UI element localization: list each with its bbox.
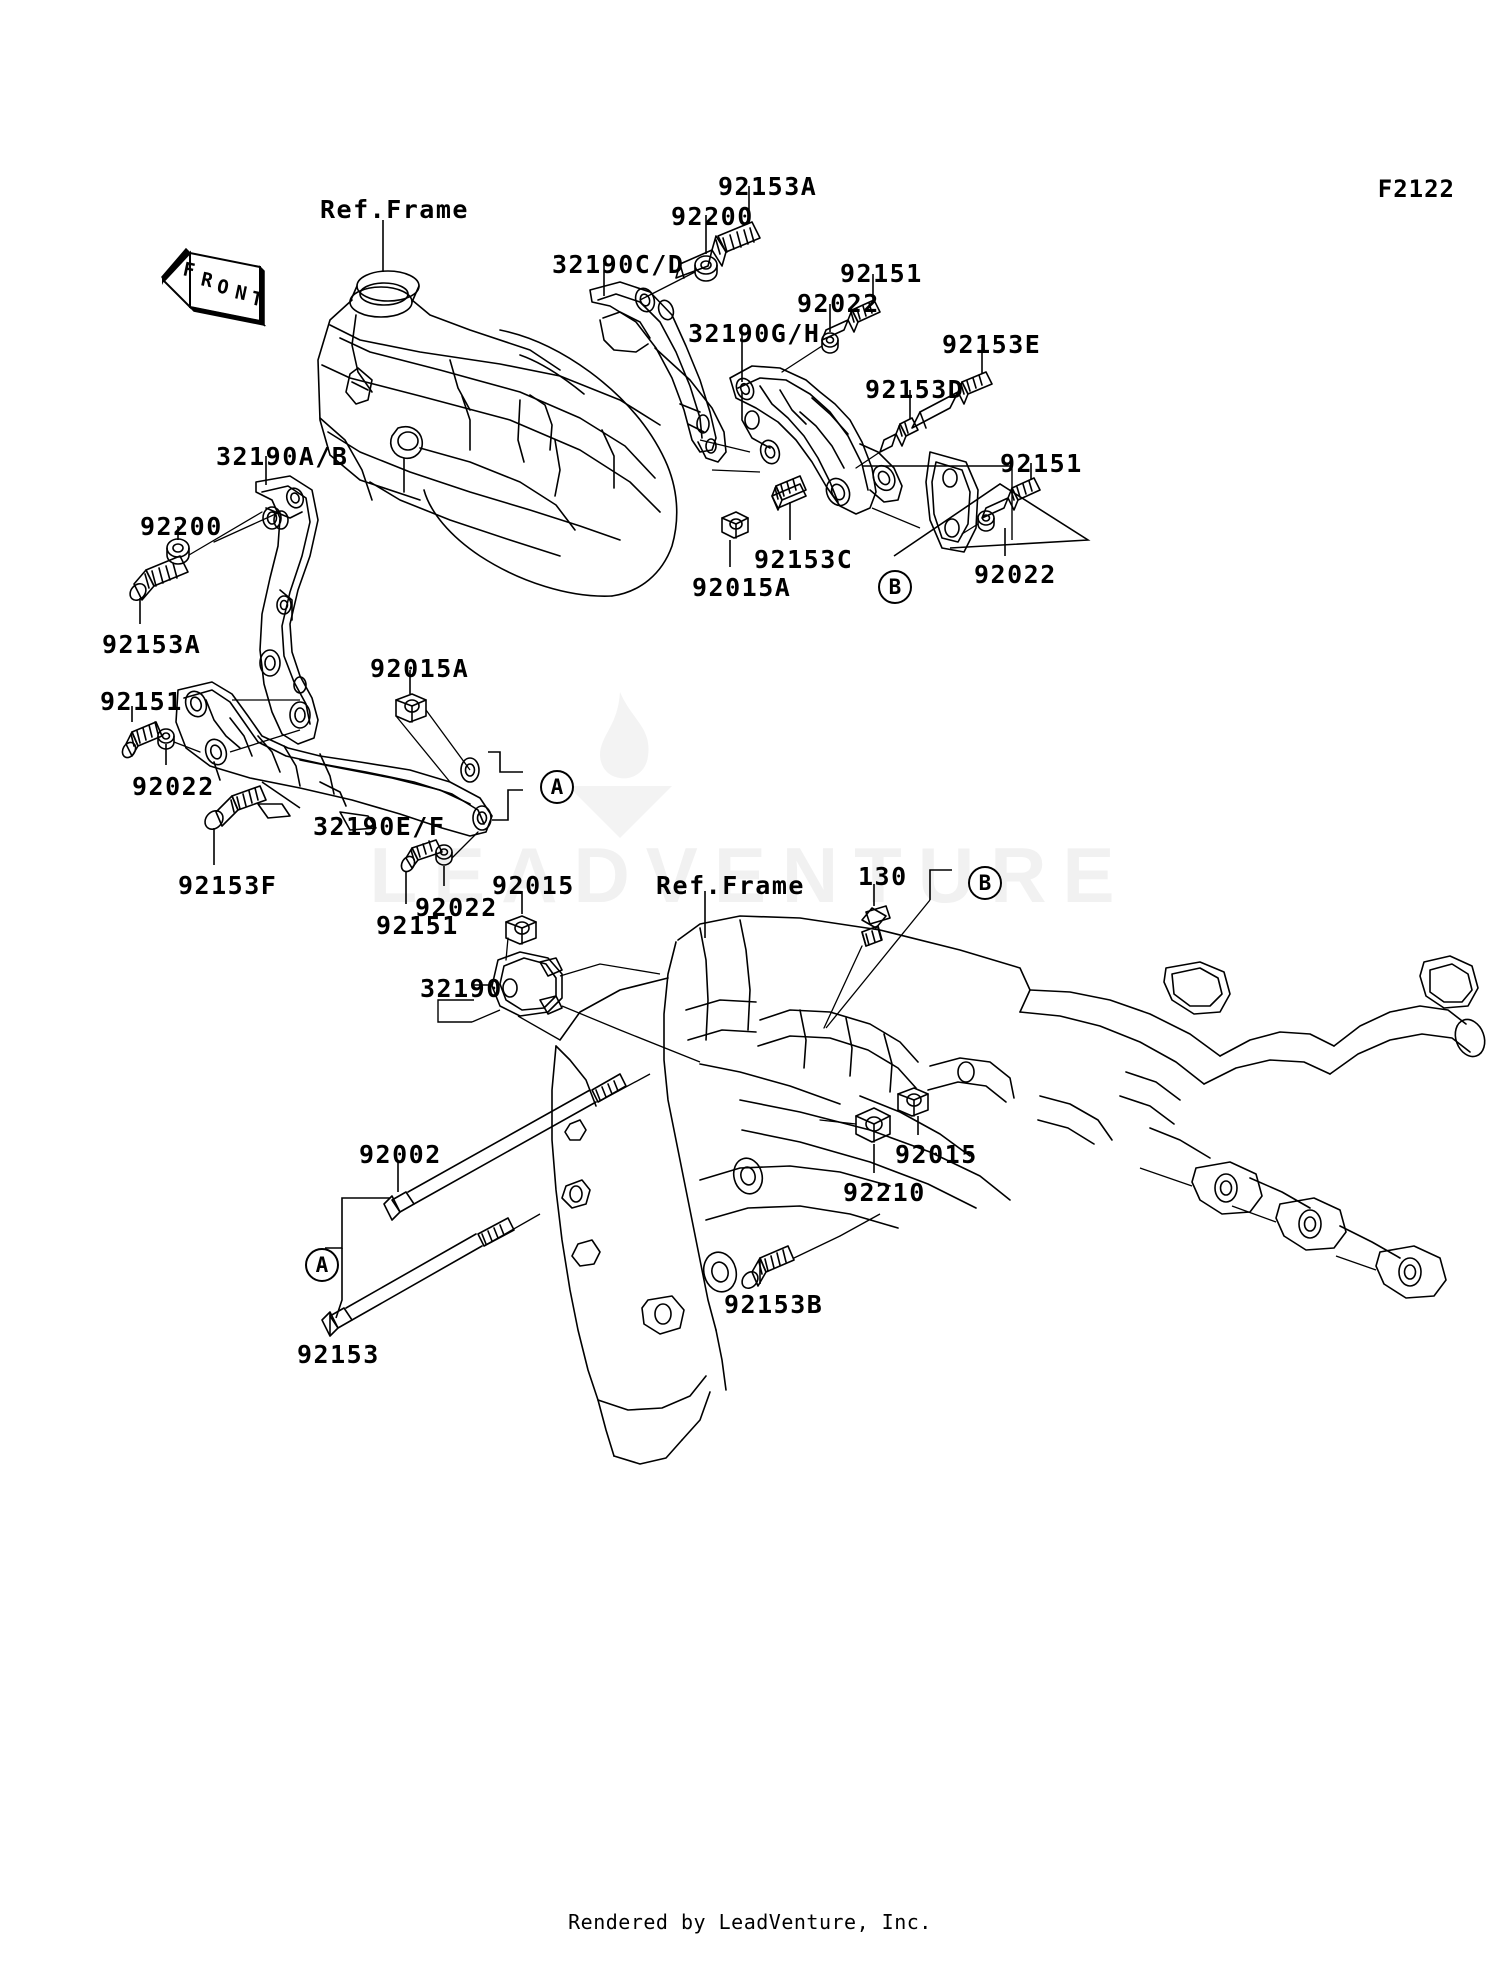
ref-marker-b-upper: B (878, 570, 912, 604)
ref-marker-a-lower: A (305, 1248, 339, 1282)
svg-text:R: R (199, 268, 215, 292)
label-92153E: 92153E (942, 330, 1042, 359)
label-32190AB: 32190A/B (216, 442, 349, 471)
ref-marker-b-lower: B (968, 866, 1002, 900)
label-92200-left: 92200 (140, 512, 223, 541)
label-92015-right: 92015 (895, 1140, 978, 1169)
label-92153F: 92153F (178, 871, 278, 900)
footer-attribution: Rendered by LeadVenture, Inc. (568, 1910, 932, 1934)
label-ref-frame-top: Ref.Frame (320, 195, 469, 224)
label-92002: 92002 (359, 1140, 442, 1169)
label-92151-right-2: 92151 (1000, 449, 1083, 478)
label-92015-mid: 92015 (492, 871, 575, 900)
svg-text:T: T (249, 287, 265, 311)
label-ref-frame-bottom: Ref.Frame (656, 871, 805, 900)
label-92153: 92153 (297, 1340, 380, 1369)
label-92153B: 92153B (724, 1290, 824, 1319)
svg-text:O: O (215, 275, 231, 299)
ref-marker-a-upper: A (540, 770, 574, 804)
label-130: 130 (858, 862, 908, 891)
label-92151-left-1: 92151 (100, 687, 183, 716)
label-92210: 92210 (843, 1178, 926, 1207)
front-direction-icon: F R O N T (160, 245, 270, 335)
svg-text:F: F (181, 258, 197, 282)
label-92022-left-1: 92022 (132, 772, 215, 801)
label-92015A-mid: 92015A (692, 573, 792, 602)
sheet-code: F2122 (1377, 175, 1455, 203)
label-32190CD: 32190C/D (552, 250, 685, 279)
label-92153A-top: 92153A (718, 172, 818, 201)
label-32190: 32190 (420, 974, 503, 1003)
label-92200-top: 92200 (671, 202, 754, 231)
label-92153D: 92153D (865, 375, 965, 404)
label-92153A-left: 92153A (102, 630, 202, 659)
label-92151-right-1: 92151 (840, 259, 923, 288)
label-92153C: 92153C (754, 545, 854, 574)
label-92022-right-2: 92022 (974, 560, 1057, 589)
label-32190EF: 32190E/F (313, 812, 446, 841)
label-92015A-lower: 92015A (370, 654, 470, 683)
label-32190GH: 32190G/H (688, 319, 821, 348)
svg-text:N: N (233, 281, 249, 305)
label-92022-right-1: 92022 (797, 289, 880, 318)
label-92022-left-2: 92022 (415, 893, 498, 922)
watermark-logo-icon (568, 692, 672, 838)
label-92151-left-2: 92151 (376, 911, 459, 940)
